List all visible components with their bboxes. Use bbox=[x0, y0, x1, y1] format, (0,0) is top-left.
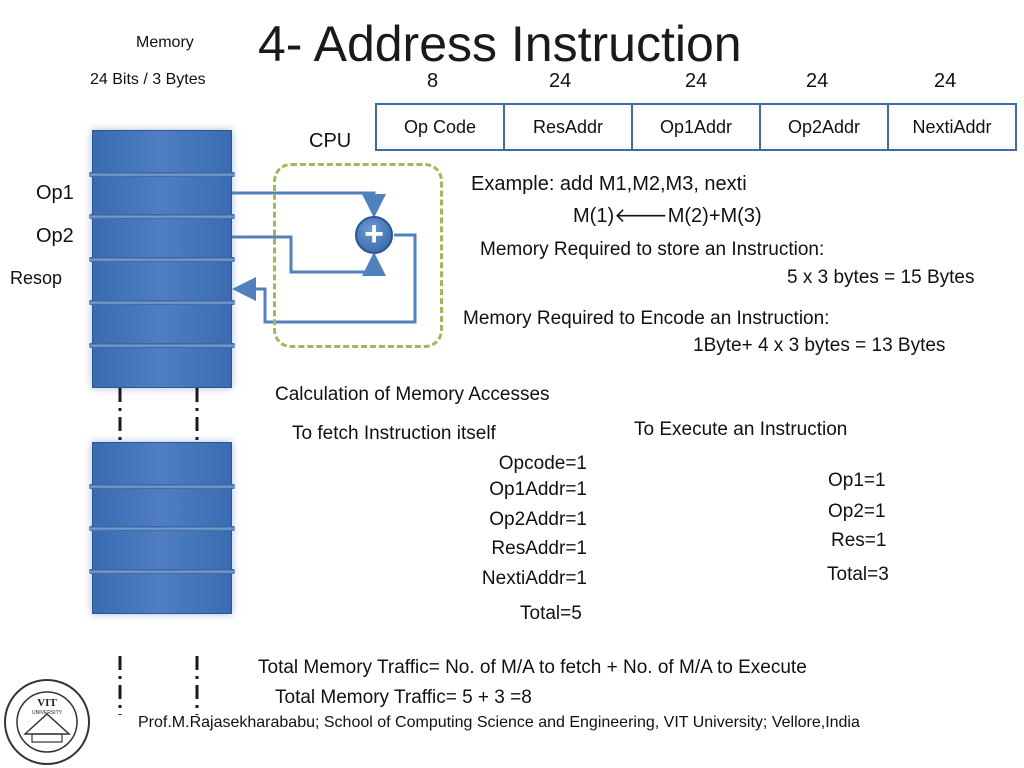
footer-credit: Prof.M.Rajasekharababu; School of Comput… bbox=[138, 714, 860, 731]
adder-icon: + bbox=[355, 216, 393, 254]
wire-op2 bbox=[232, 235, 386, 276]
cpu-label: CPU bbox=[309, 130, 352, 152]
memory-cell-divider bbox=[89, 526, 235, 531]
bit-width-resaddr: 24 bbox=[549, 70, 572, 92]
wire-op1 bbox=[232, 191, 386, 218]
fetch-item: Op1Addr=1 bbox=[489, 479, 587, 500]
memory-cell-divider bbox=[89, 257, 235, 262]
memory-cell-divider bbox=[89, 343, 235, 348]
logo-subtext: UNIVERSITY bbox=[32, 710, 63, 716]
encode-label: Memory Required to Encode an Instruction… bbox=[463, 308, 830, 329]
memory-row-label-op1: Op1 bbox=[36, 182, 74, 204]
memory-cell-divider bbox=[89, 214, 235, 219]
wire-result bbox=[232, 233, 417, 324]
field-resaddr: ResAddr bbox=[503, 103, 633, 151]
execute-heading: To Execute an Instruction bbox=[634, 419, 848, 440]
field-opcode: Op Code bbox=[375, 103, 505, 151]
memory-row-label-resop: Resop bbox=[10, 268, 63, 288]
execute-item: Op1=1 bbox=[828, 470, 886, 491]
memory-size-label: 24 Bits / 3 Bytes bbox=[90, 71, 206, 88]
memory-cell-divider bbox=[89, 569, 235, 574]
slide-title: 4- Address Instruction bbox=[258, 16, 742, 72]
memory-block-lower bbox=[89, 442, 235, 614]
fetch-item: ResAddr=1 bbox=[491, 538, 587, 559]
fetch-heading: To fetch Instruction itself bbox=[292, 423, 496, 444]
fetch-item: NextiAddr=1 bbox=[481, 568, 587, 589]
example-line-2: M(1)🡐M(2)+M(3) bbox=[573, 205, 762, 227]
memory-block-upper bbox=[89, 130, 235, 388]
fetch-total: Total=5 bbox=[520, 603, 582, 624]
traffic-line-2: Total Memory Traffic= 5 + 3 =8 bbox=[275, 687, 532, 708]
fetch-item: Opcode=1 bbox=[498, 453, 587, 474]
memory-cell-divider bbox=[89, 484, 235, 489]
example-line-1: Example: add M1,M2,M3, nexti bbox=[471, 173, 747, 195]
field-nextiaddr: NextiAddr bbox=[887, 103, 1017, 151]
bit-width-nextiaddr: 24 bbox=[934, 70, 957, 92]
execute-total: Total=3 bbox=[827, 564, 889, 585]
cpu-box bbox=[273, 163, 443, 348]
fetch-item: Op2Addr=1 bbox=[489, 509, 587, 530]
field-op2addr: Op2Addr bbox=[759, 103, 889, 151]
execute-item: Op2=1 bbox=[828, 501, 886, 522]
memory-cell-divider bbox=[89, 172, 235, 177]
field-op1addr: Op1Addr bbox=[631, 103, 761, 151]
memory-cell-divider bbox=[89, 300, 235, 305]
calc-heading: Calculation of Memory Accesses bbox=[275, 384, 550, 405]
execute-item: Res=1 bbox=[831, 530, 887, 551]
memory-row-label-op2: Op2 bbox=[36, 225, 74, 247]
bit-width-op1addr: 24 bbox=[685, 70, 708, 92]
bit-width-opcode: 8 bbox=[427, 70, 439, 92]
logo-text: VIT bbox=[37, 697, 57, 709]
vit-logo: VIT UNIVERSITY bbox=[0, 672, 94, 768]
bit-width-op2addr: 24 bbox=[806, 70, 829, 92]
traffic-line-1: Total Memory Traffic= No. of M/A to fetc… bbox=[258, 657, 807, 678]
store-value: 5 x 3 bytes = 15 Bytes bbox=[787, 267, 975, 288]
store-label: Memory Required to store an Instruction: bbox=[480, 239, 825, 260]
memory-label: Memory bbox=[136, 34, 194, 51]
encode-value: 1Byte+ 4 x 3 bytes = 13 Bytes bbox=[693, 335, 946, 356]
